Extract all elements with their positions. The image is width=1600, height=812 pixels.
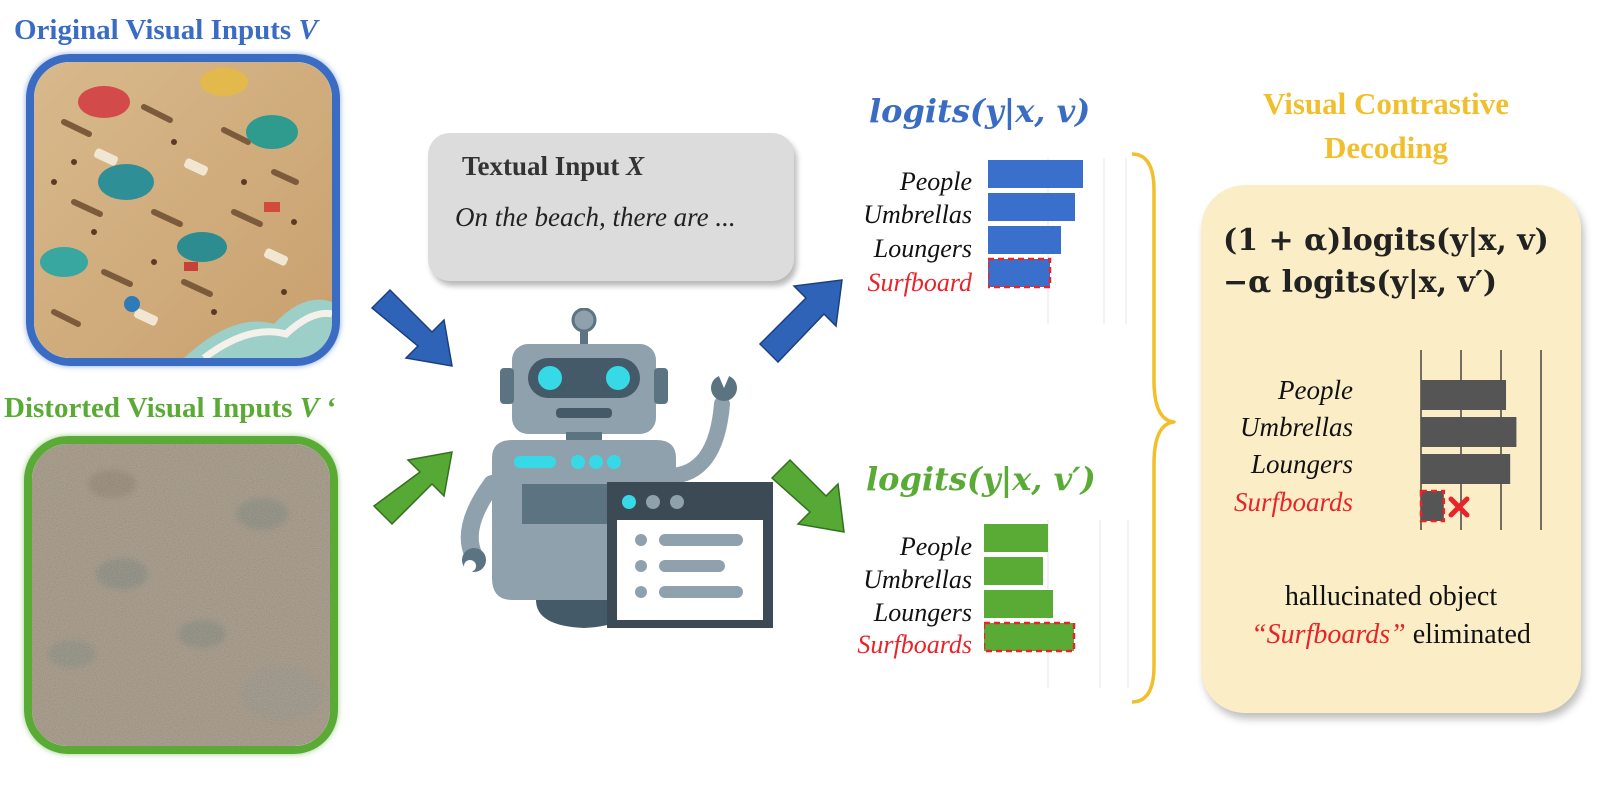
bottom-chart-label-umbrellas: Umbrellas — [863, 565, 972, 594]
arrow-icon — [372, 451, 453, 526]
top-chart-label-loungers: Loungers — [873, 234, 972, 263]
window-list-icon — [607, 482, 773, 628]
bar-surfboards — [984, 621, 1076, 653]
bar-umbrellas — [984, 557, 1043, 585]
bar-people — [984, 524, 1048, 552]
textual-input-symbol: X — [626, 151, 645, 181]
distorted-inputs-symbol: V ‘ — [299, 392, 336, 424]
distorted-inputs-title: Distorted Visual Inputs V ‘ — [4, 392, 335, 425]
vcd-note-rest: eliminated — [1412, 619, 1531, 650]
original-inputs-label: Original Visual Inputs — [14, 14, 292, 46]
noisy-beach-scene — [32, 444, 330, 746]
arrow-icon — [370, 288, 453, 367]
vcd-note-line2: “Surfboards” eliminated — [1201, 619, 1581, 651]
bottom-chart-label-loungers: Loungers — [873, 598, 972, 627]
bar-people — [1421, 380, 1507, 410]
top-chart-label-surfboard: Surfboard — [867, 268, 973, 297]
top-chart-label-umbrellas: Umbrellas — [863, 200, 972, 229]
original-inputs-symbol: V — [298, 14, 318, 46]
distorted-beach-image — [24, 436, 338, 754]
curly-brace-icon — [1131, 152, 1176, 704]
vcd-formula-line2: −α logits(y|x, v′) — [1223, 265, 1498, 300]
vcd-formula-line1: (1 + α)logits(y|x, v) — [1223, 223, 1549, 258]
bottom-chart-label-people: People — [899, 532, 972, 561]
bottom-chart-label-surfboards: Surfboards — [857, 630, 972, 659]
textual-input-text: On the beach, there are ... — [455, 202, 736, 232]
vcd-label-umbrellas: Umbrellas — [1240, 412, 1353, 442]
vcd-label-loungers: Loungers — [1250, 449, 1353, 479]
vcd-label-people: People — [1278, 375, 1353, 405]
bottom-chart-title: logits(y|x, v′) — [866, 460, 1096, 498]
arrow-icon — [770, 458, 845, 533]
bar-people — [988, 160, 1083, 188]
textual-input-label: Textual Input — [462, 151, 620, 181]
cross-icon — [1448, 496, 1470, 518]
vcd-label-surfboards: Surfboards — [1233, 487, 1353, 517]
vcd-logits-chart — [1419, 350, 1542, 530]
vcd-panel: (1 + α)logits(y|x, v) −α logits(y|x, v′)… — [1201, 185, 1581, 713]
bar-loungers — [984, 590, 1053, 618]
original-beach-image — [26, 54, 340, 366]
bar-surfboard — [988, 257, 1052, 289]
textual-input-title: Textual Input X — [462, 151, 644, 182]
beach-scene — [34, 62, 332, 358]
bar-umbrellas — [988, 193, 1075, 221]
textual-input-bubble: Textual Input X On the beach, there are … — [428, 133, 794, 281]
bar-surfboards — [1419, 489, 1446, 523]
vcd-title: Visual Contrastive Decoding — [1263, 86, 1509, 165]
top-chart-title: logits(y|x, v) — [869, 92, 1091, 130]
bottom-logits-chart — [984, 520, 1129, 688]
bar-loungers — [988, 226, 1061, 254]
vcd-note-line1: hallucinated object — [1284, 581, 1498, 612]
vcd-note-quote: “Surfboards” — [1251, 619, 1406, 650]
arrow-icon — [758, 279, 843, 364]
top-logits-chart — [988, 158, 1127, 324]
distorted-inputs-label: Distorted Visual Inputs — [4, 392, 293, 424]
top-chart-label-people: People — [899, 167, 972, 196]
original-inputs-title: Original Visual Inputs V — [14, 14, 318, 47]
bar-loungers — [1421, 454, 1511, 484]
bar-umbrellas — [1421, 417, 1517, 447]
